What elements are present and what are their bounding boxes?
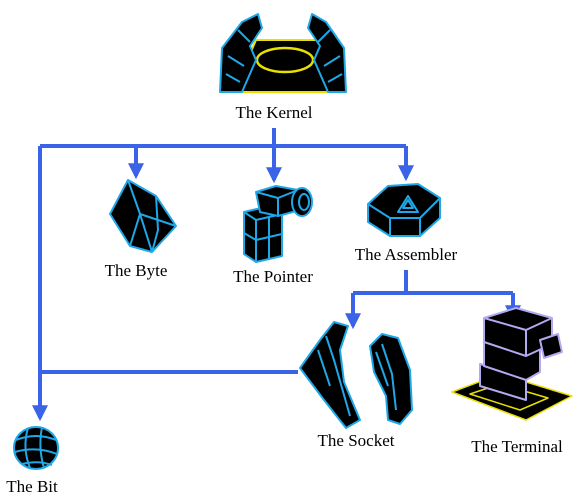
- byte-icon: [109, 179, 177, 253]
- pointer-icon: [243, 185, 313, 263]
- kernel-icon: [219, 13, 347, 93]
- terminal-label: The Terminal: [471, 437, 563, 456]
- pointer-label: The Pointer: [233, 267, 313, 286]
- bit-label: The Bit: [6, 477, 58, 496]
- socket-label: The Socket: [318, 431, 395, 450]
- kernel-label: The Kernel: [236, 103, 313, 122]
- terminal-icon: [451, 307, 573, 421]
- byte-label: The Byte: [105, 261, 168, 280]
- assembler-icon: [367, 183, 441, 237]
- socket-icon: [299, 321, 413, 429]
- assembler-label: The Assembler: [355, 245, 458, 264]
- bit-icon: [13, 426, 59, 470]
- connectors: [32, 128, 521, 422]
